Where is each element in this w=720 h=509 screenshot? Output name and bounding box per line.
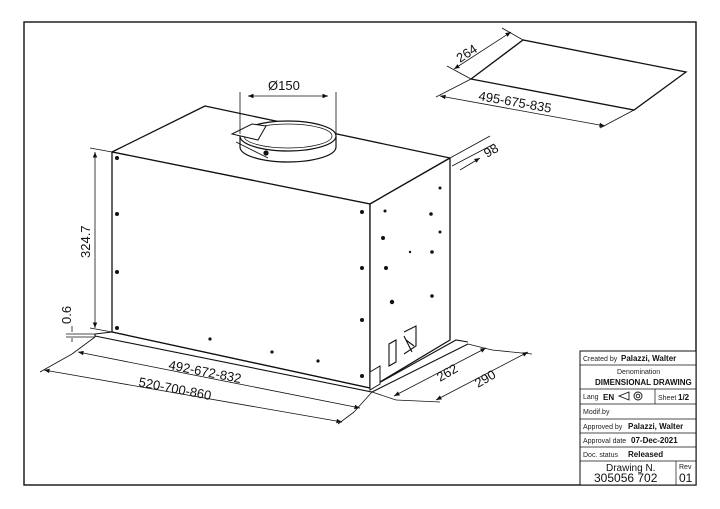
created-by-label: Created by <box>583 356 618 363</box>
dim-height <box>89 147 113 333</box>
dim-height-label: 324.7 <box>78 225 93 258</box>
dim-outer-depth <box>395 349 533 403</box>
created-by-value: Palazzi, Walter <box>621 354 676 363</box>
dim-outer-depth-label: 290 <box>472 367 498 391</box>
duct-collar <box>230 120 337 163</box>
doc-status-label: Doc. status <box>583 452 619 459</box>
dim-side-offset-label: 98 <box>481 140 501 160</box>
drawing-no-label: Drawing N. <box>606 463 655 474</box>
doc-status-value: Released <box>628 450 663 459</box>
dim-duct <box>239 92 337 134</box>
title-block: Created by Palazzi, Walter Denomination … <box>579 350 697 486</box>
dim-duct-label: Ø150 <box>268 78 300 93</box>
approval-date-value: 07-Dec-2021 <box>631 436 678 445</box>
approval-date-label: Approval date <box>583 438 626 445</box>
denomination-label: Denomination <box>617 369 660 376</box>
approved-by-value: Palazzi, Walter <box>628 422 683 431</box>
lang-label: Lang <box>583 394 599 401</box>
dim-panel-depth <box>446 27 524 80</box>
drawing-no-value: 305056 702 <box>594 471 658 485</box>
lang-value: EN <box>603 393 614 402</box>
dim-outer-width <box>39 353 355 425</box>
approved-by-label: Approved by <box>583 424 623 431</box>
dim-base-label: 0.6 <box>59 306 74 324</box>
sheet-value: 1/2 <box>678 393 690 402</box>
side-holes <box>376 186 442 378</box>
dim-panel-width <box>435 78 635 129</box>
rev-value: 01 <box>679 471 693 485</box>
dim-side-offset <box>449 135 495 171</box>
modified-by-label: Modif.by <box>583 409 610 416</box>
projection-symbol-icon <box>617 391 643 401</box>
rev-label: Rev <box>679 464 692 471</box>
dim-inner-depth-label: 262 <box>434 361 460 385</box>
dim-panel-depth-label: 264 <box>453 41 479 65</box>
corner-block <box>369 365 381 391</box>
denomination-value: DIMENSIONAL DRAWING <box>595 378 692 387</box>
drawing-frame <box>23 21 697 486</box>
dim-base <box>66 326 95 342</box>
hood-box <box>111 105 451 389</box>
sheet-label: Sheet <box>658 395 676 402</box>
